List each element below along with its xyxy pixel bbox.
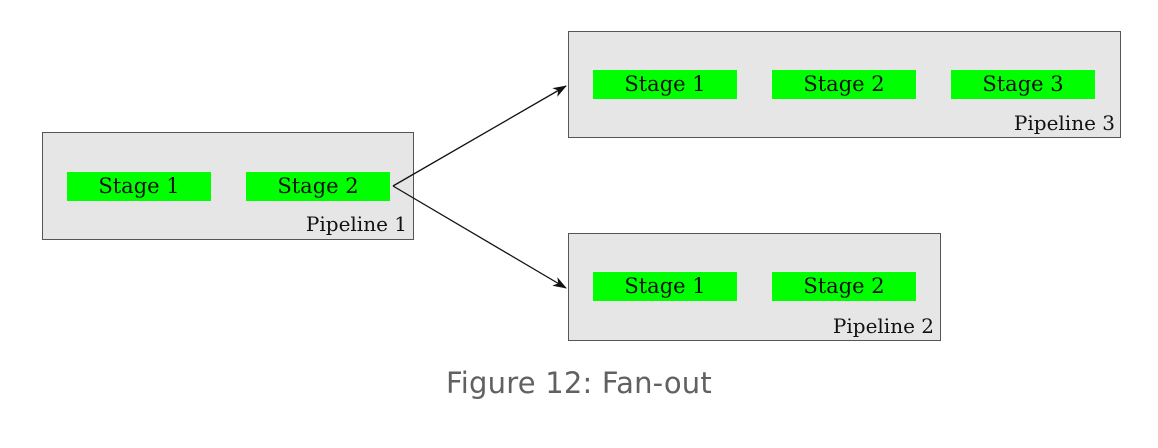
arrow-to-pipeline-2	[392, 185, 567, 289]
pipeline-1: Stage 1 Stage 2 Pipeline 1	[42, 132, 414, 240]
pipeline-1-stage-1-label: Stage 1	[98, 174, 179, 198]
pipeline-2-stage-2-box	[772, 272, 916, 301]
pipeline-2-stage-2-label: Stage 2	[803, 274, 884, 298]
pipeline-3-stage-2-label: Stage 2	[803, 72, 884, 96]
pipeline-3-stage-2-box	[772, 70, 916, 99]
arrow-to-pipeline-3	[392, 85, 567, 187]
pipeline-3-stage-1-box	[593, 70, 737, 99]
pipeline-1-stage-1-box	[67, 172, 211, 201]
pipeline-3: Stage 1 Stage 2 Stage 3 Pipeline 3	[568, 31, 1121, 138]
pipeline-2-label: Pipeline 2	[833, 314, 934, 338]
figure-caption: Figure 12: Fan-out	[446, 366, 712, 400]
pipeline-2-stage-1-box	[593, 272, 737, 301]
pipeline-3-stage-3-box	[951, 70, 1095, 99]
pipeline-3-stage-1-label: Stage 1	[624, 72, 705, 96]
pipeline-1-stage-2-box	[246, 172, 390, 201]
pipeline-1-stage-2-label: Stage 2	[277, 174, 358, 198]
pipeline-3-stage-3-label: Stage 3	[982, 72, 1063, 96]
pipeline-2-stage-1-label: Stage 1	[624, 274, 705, 298]
pipeline-3-label: Pipeline 3	[1014, 111, 1115, 135]
pipeline-1-label: Pipeline 1	[306, 212, 407, 236]
pipeline-2: Stage 1 Stage 2 Pipeline 2	[568, 233, 941, 341]
